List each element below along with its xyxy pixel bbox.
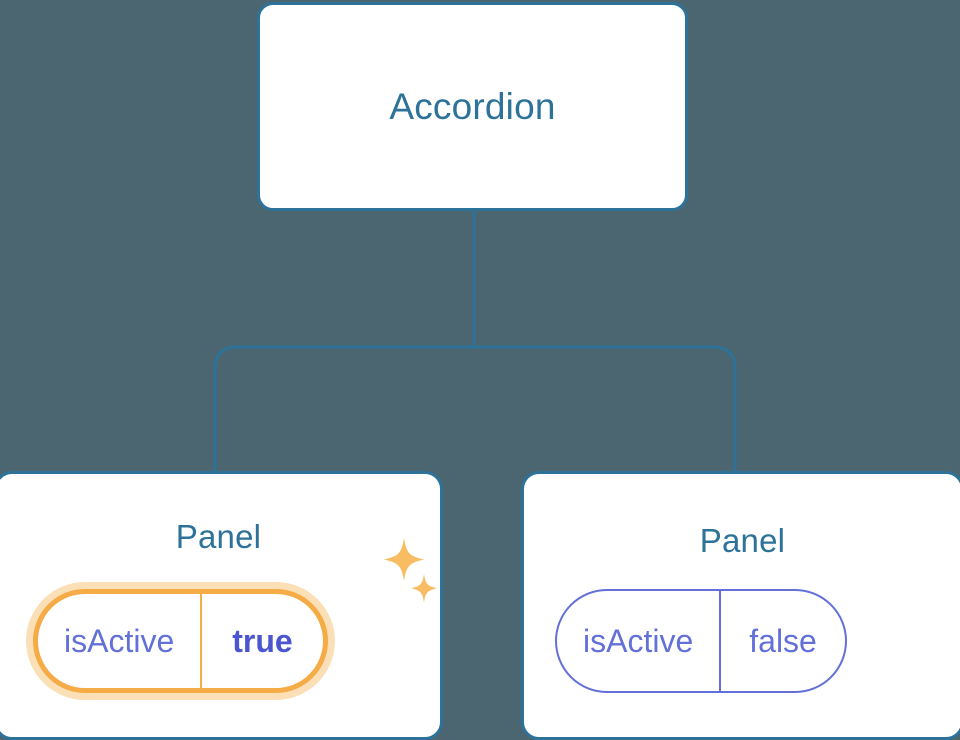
prop-key: isActive	[38, 594, 203, 688]
prop-pill-active-true[interactable]: isActive true	[33, 589, 328, 693]
node-accordion[interactable]: Accordion	[257, 2, 688, 211]
prop-key: isActive	[557, 591, 722, 691]
node-panel-right-label: Panel	[699, 522, 786, 559]
prop-pill-active-false[interactable]: isActive false	[555, 589, 847, 693]
node-accordion-label: Accordion	[389, 85, 556, 127]
node-panel-left-label: Panel	[175, 518, 262, 555]
connector-branch-right	[474, 345, 737, 471]
prop-pill[interactable]: isActive true	[33, 589, 328, 693]
prop-pill[interactable]: isActive false	[555, 589, 847, 693]
prop-value: false	[749, 622, 817, 659]
prop-value: true	[232, 622, 293, 659]
connector-branch-left	[213, 345, 474, 471]
